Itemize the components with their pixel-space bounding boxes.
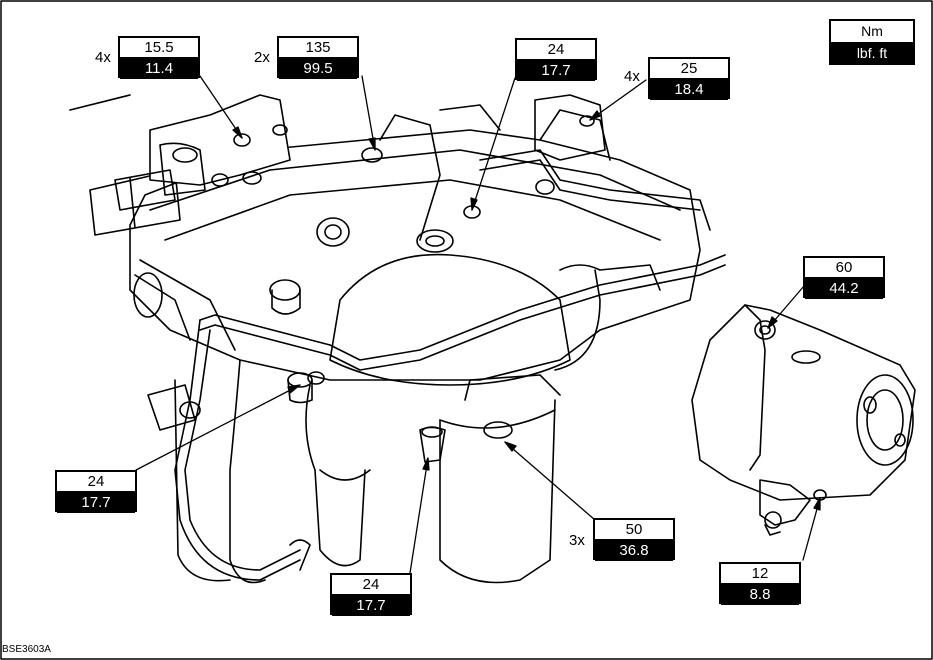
torque-lbfft-value: 11.4 [120, 58, 198, 79]
engine-block [129, 109, 701, 386]
torque-nm-value: 24 [57, 472, 135, 492]
torque-lbfft-value: 17.7 [57, 492, 135, 513]
torque-callout: 135 99.5 [277, 36, 359, 79]
torque-nm-value: 50 [595, 520, 673, 540]
torque-callout: 60 44.2 [803, 256, 885, 299]
torque-callout: 50 36.8 [593, 518, 675, 561]
torque-lbfft-value: 44.2 [805, 278, 883, 299]
torque-callout: 24 17.7 [330, 573, 412, 616]
torque-nm-value: 24 [517, 40, 595, 60]
callout-quantity: 2x [254, 49, 270, 66]
torque-lbfft-value: 17.7 [517, 60, 595, 81]
torque-lbfft-value: 18.4 [650, 79, 728, 100]
callout-quantity: 4x [624, 68, 640, 85]
figure-id: BSE3603A [2, 644, 51, 655]
unit-nm-label: Nm [831, 21, 913, 43]
torque-lbfft-value: 17.7 [332, 595, 410, 616]
torque-nm-value: 25 [650, 59, 728, 79]
unit-lbfft-label: lbf. ft [831, 43, 913, 64]
torque-nm-value: 60 [805, 258, 883, 278]
torque-nm-value: 12 [721, 564, 799, 584]
torque-lbfft-value: 99.5 [279, 58, 357, 79]
filter-canisters [174, 269, 601, 584]
torque-callout: 15.5 11.4 [118, 36, 200, 79]
pipework [69, 94, 726, 581]
torque-callout: 24 17.7 [55, 470, 137, 513]
torque-nm-value: 135 [279, 38, 357, 58]
torque-lbfft-value: 8.8 [721, 584, 799, 605]
callout-quantity: 3x [569, 532, 585, 549]
leader-lines [135, 75, 821, 574]
torque-nm-value: 24 [332, 575, 410, 595]
units-legend: Nm lbf. ft [829, 19, 915, 65]
torque-callout: 12 8.8 [719, 562, 801, 605]
hydraulic-pump [691, 304, 916, 536]
torque-lbfft-value: 36.8 [595, 540, 673, 561]
valve-assembly [114, 94, 291, 211]
callout-quantity: 4x [95, 49, 111, 66]
torque-callout: 24 17.7 [515, 38, 597, 81]
fittings [147, 94, 606, 571]
torque-nm-value: 15.5 [120, 38, 198, 58]
torque-callout: 25 18.4 [648, 57, 730, 100]
